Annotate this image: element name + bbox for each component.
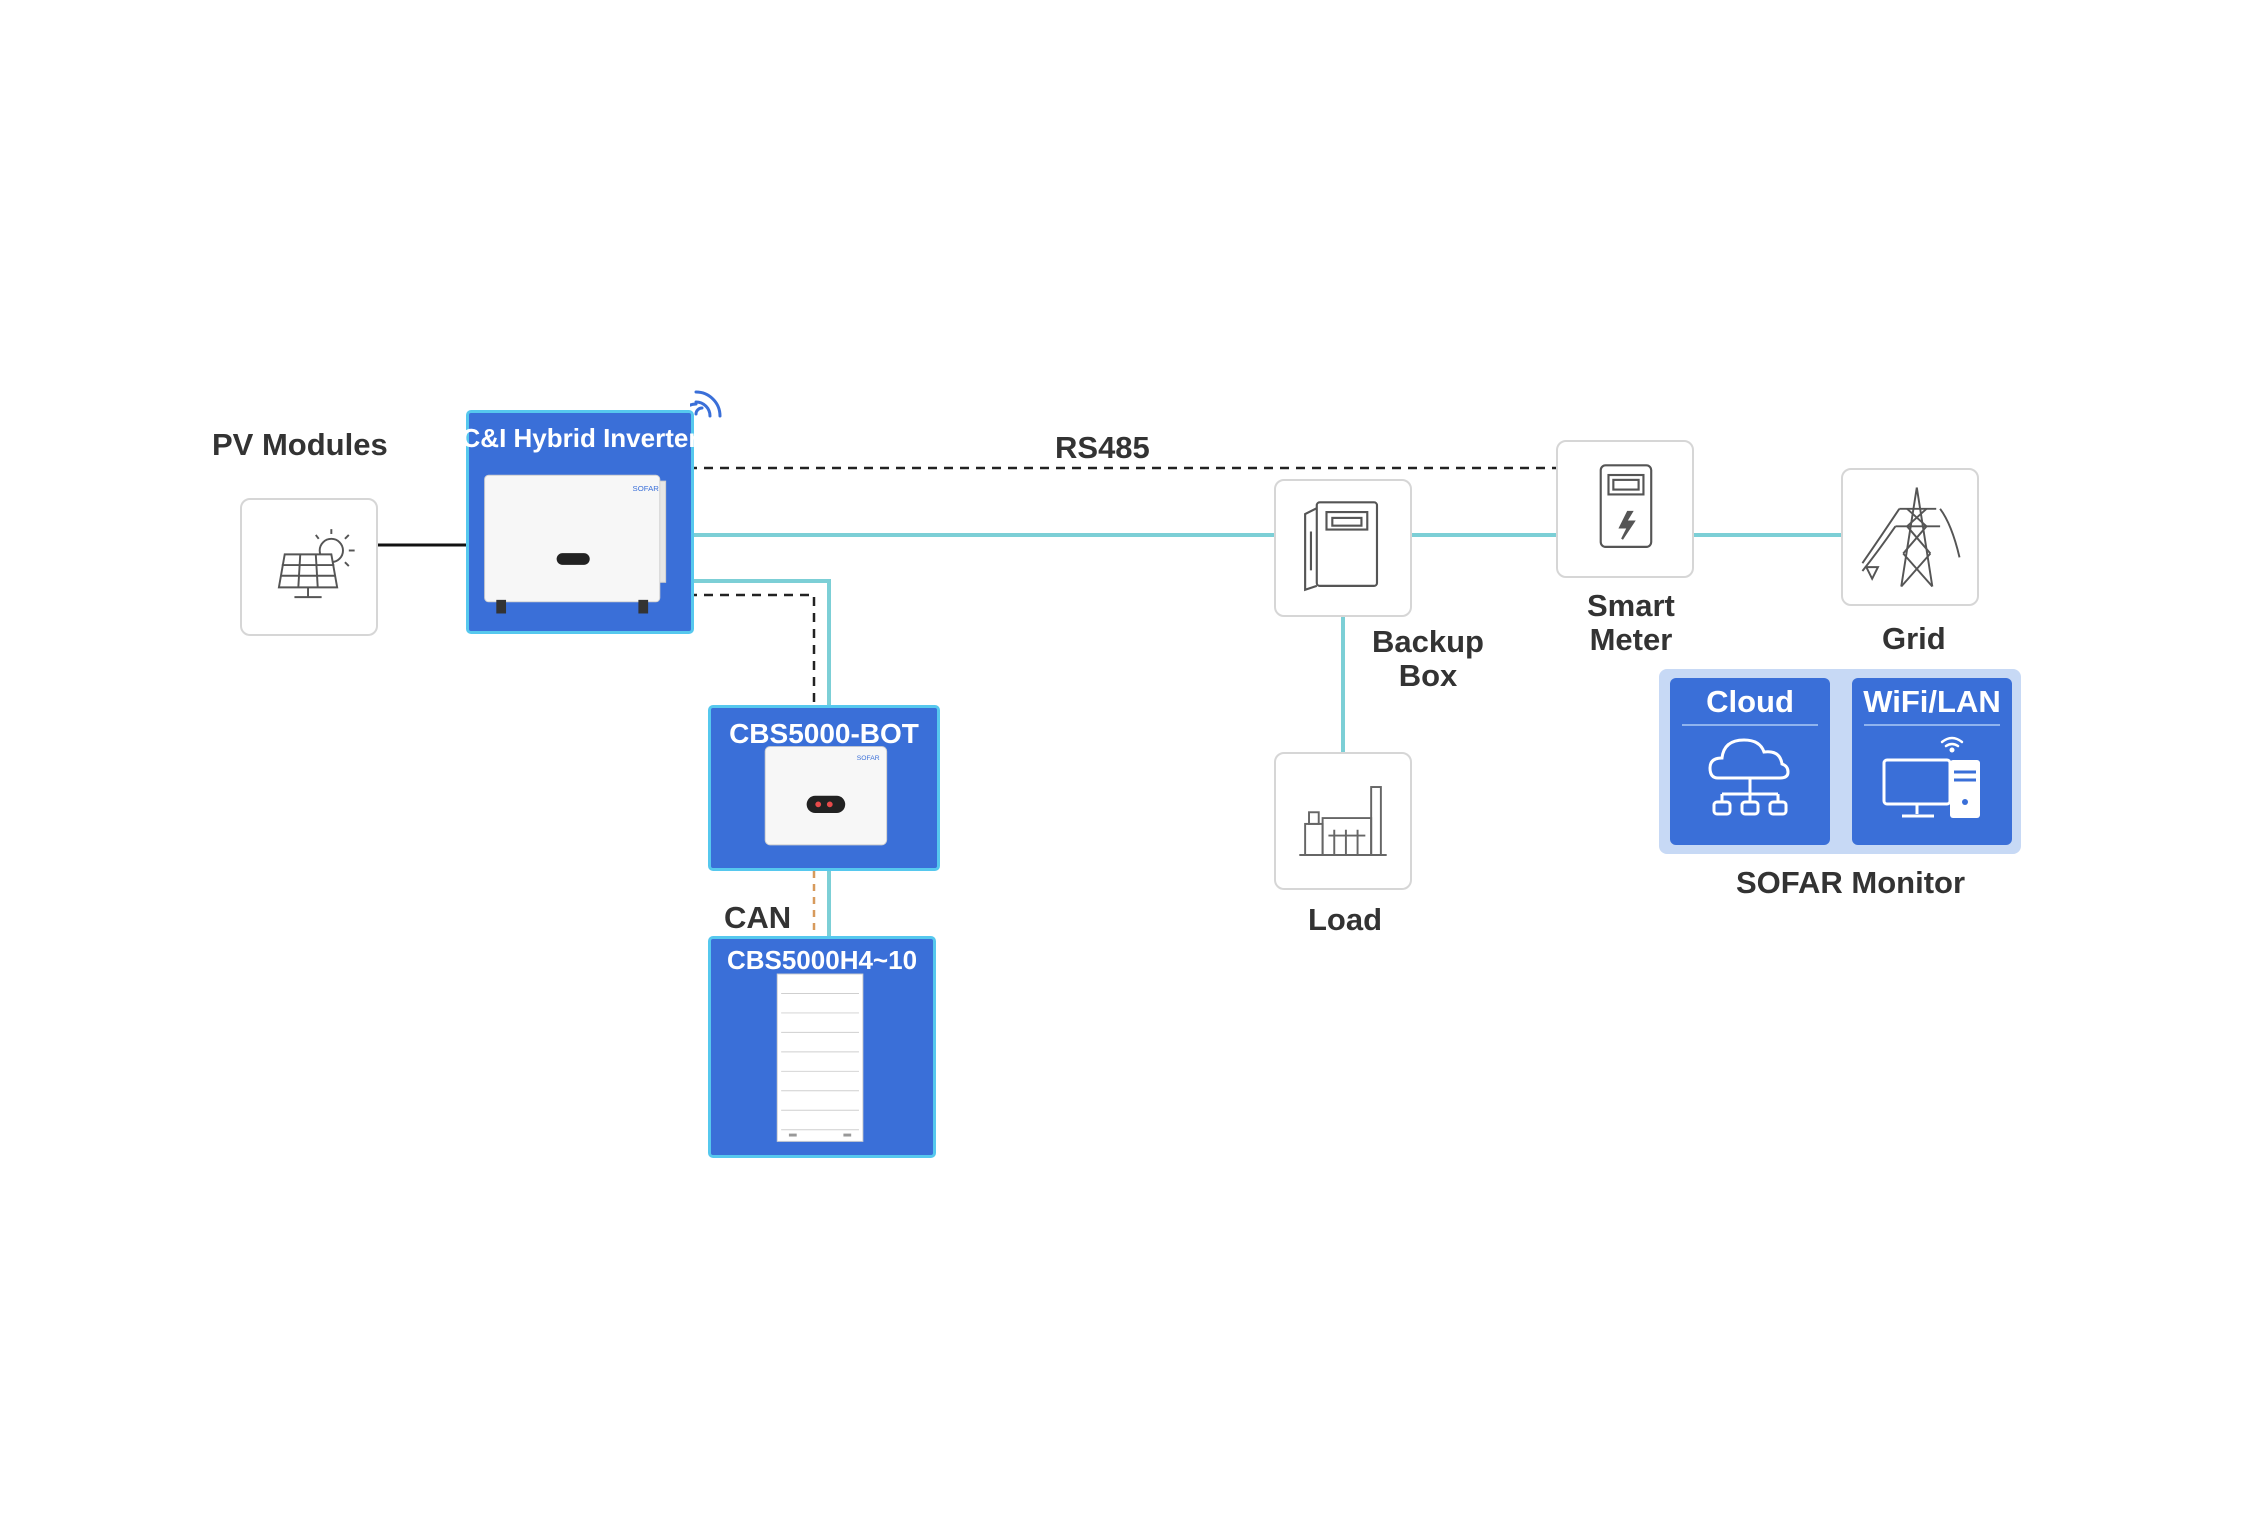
hybrid-inverter-node[interactable]: C&I Hybrid Inverter SOFAR — [462, 410, 698, 634]
pv-modules-node[interactable] — [240, 498, 378, 636]
backup-box-label: Backup Box — [1372, 624, 1484, 694]
backup-box-icon — [1304, 501, 1379, 592]
smart-meter-node[interactable] — [1556, 440, 1694, 578]
wifi-signal-icon — [690, 390, 722, 420]
smart-meter-label-line2: Meter — [1589, 622, 1673, 658]
factory-load-icon — [1299, 786, 1387, 856]
inverter-bot-comm-line — [688, 593, 816, 705]
wifi-lan-title: WiFi/LAN — [1863, 684, 2001, 719]
cloud-card[interactable]: Cloud — [1670, 678, 1830, 845]
backup-box-node[interactable] — [1274, 479, 1412, 617]
bot-device-image: SOFAR — [764, 746, 888, 846]
cloud-network-icon — [1682, 724, 1818, 816]
smart-meter-icon — [1599, 464, 1653, 548]
inverter-bot-power-line — [688, 579, 831, 705]
solar-panel-icon — [277, 529, 355, 599]
sofar-monitor-label: SOFAR Monitor — [1736, 865, 1966, 900]
pv-modules-label: PV Modules — [212, 427, 388, 462]
load-node[interactable] — [1274, 752, 1412, 890]
smart-meter-label-line1: Smart — [1587, 588, 1675, 623]
rs485-label: RS485 — [1055, 430, 1150, 465]
inverter-brand: SOFAR — [633, 484, 660, 493]
inverter-title: C&I Hybrid Inverter — [461, 423, 699, 453]
wifi-lan-card[interactable]: WiFi/LAN — [1852, 678, 2012, 845]
grid-node[interactable] — [1841, 468, 1979, 606]
bot-title: CBS5000-BOT — [729, 718, 919, 749]
battery-title: CBS5000H4~10 — [726, 945, 918, 975]
load-label: Load — [1308, 902, 1383, 937]
cbs5000-bot-node[interactable]: CBS5000-BOT SOFAR — [708, 705, 940, 871]
inverter-device-image: SOFAR — [484, 474, 667, 614]
smart-meter-label: Smart Meter — [1587, 588, 1675, 658]
cloud-title: Cloud — [1706, 684, 1794, 719]
can-label: CAN — [724, 900, 792, 935]
grid-label: Grid — [1882, 621, 1946, 656]
bot-brand: SOFAR — [857, 755, 880, 762]
battery-stack-node[interactable]: CBS5000H4~10 — [708, 936, 936, 1158]
backup-box-label-line2: Box — [1398, 658, 1458, 694]
computer-wifi-icon — [1864, 724, 2000, 818]
backup-box-label-line1: Backup — [1372, 624, 1484, 659]
battery-stack-image — [776, 973, 864, 1142]
power-tower-icon — [1861, 487, 1961, 588]
